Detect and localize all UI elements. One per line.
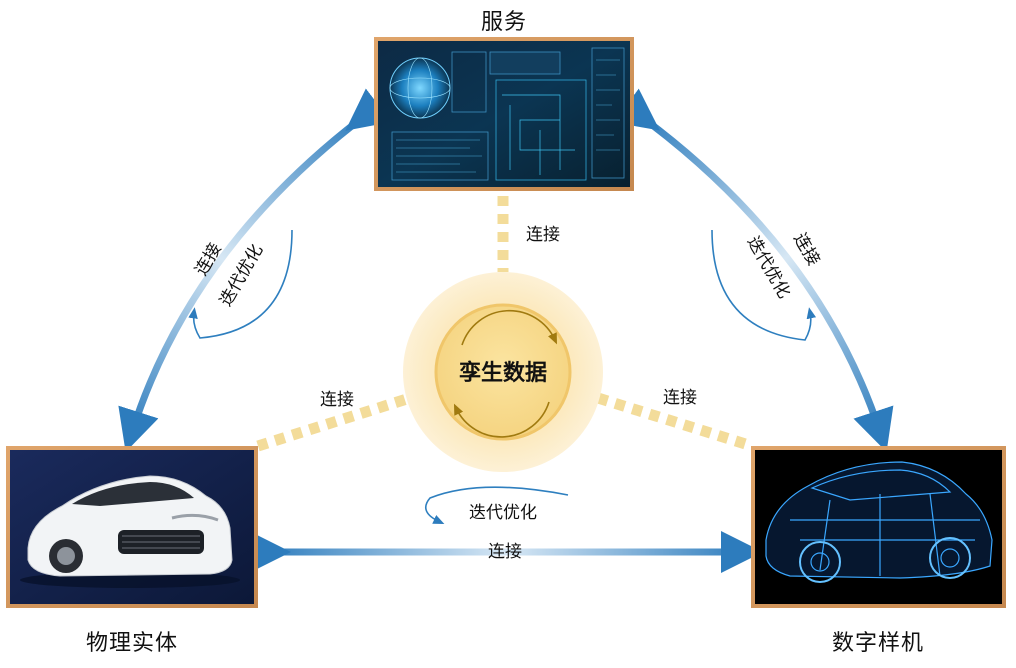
left-double-arrow [118, 88, 392, 453]
center-left-connect-label: 连接 [320, 390, 354, 410]
wireframe-car [765, 461, 993, 583]
digital-title: 数字样机 [831, 631, 924, 656]
bottom-iterate-label: 迭代优化 [469, 503, 537, 523]
right-double-arrow [613, 88, 894, 452]
center-node: 孪生数据 [403, 272, 603, 472]
service-panel [374, 37, 634, 191]
physical-panel [6, 446, 258, 608]
left-iterate-arrow [188, 229, 293, 339]
center-cycle-arrow-top [461, 309, 557, 346]
center-top-connect-label: 连接 [526, 225, 560, 245]
physical-title: 物理实体 [85, 631, 178, 656]
service-title: 服务 [480, 10, 527, 35]
bottom-iterate-arrow [424, 486, 569, 524]
right-iterate-label: 迭代优化 [743, 233, 794, 302]
bottom-connect-label: 连接 [488, 542, 522, 562]
globe-icon [389, 57, 451, 119]
car-photo [20, 475, 240, 588]
center-title: 孪生数据 [459, 360, 547, 386]
right-iterate-arrow [711, 229, 817, 341]
center-cycle-arrow-bottom [453, 401, 550, 438]
center-right-connect-label: 连接 [663, 388, 697, 408]
digital-panel [751, 446, 1006, 608]
left-link: 连接 迭代优化 [118, 88, 392, 453]
bottom-link: 迭代优化 连接 [249, 486, 763, 573]
right-link: 连接 迭代优化 [613, 88, 894, 452]
center-core [434, 303, 572, 441]
